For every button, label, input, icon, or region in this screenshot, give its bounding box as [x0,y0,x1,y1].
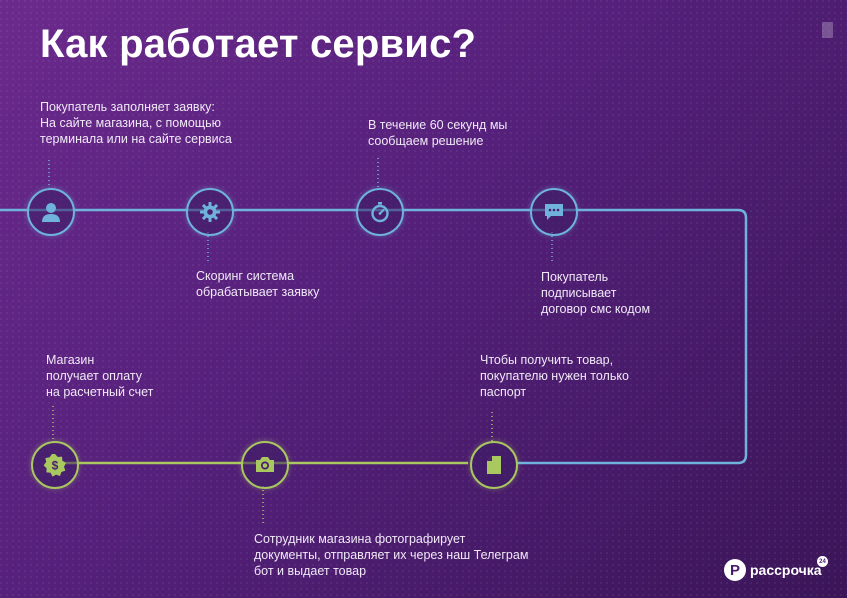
chat-icon [530,188,578,236]
top-line [0,208,748,465]
logo-mark: Р [724,559,746,581]
dollar-badge-icon: $ [31,441,79,489]
gear-icon [186,188,234,236]
logo-text: рассрочка [750,562,822,578]
camera-icon [241,441,289,489]
step-5-text: Чтобы получить товар,покупателю нужен то… [480,353,629,399]
page-title: Как работает сервис? [40,22,477,66]
stopwatch-icon [356,188,404,236]
brand-logo: Р рассрочка 24 [724,556,828,581]
corner-mark [822,22,833,38]
svg-text:$: $ [52,459,59,473]
document-icon [470,441,518,489]
step-1-text: Покупатель заполняет заявку:На сайте маг… [40,100,232,146]
user-icon [27,188,75,236]
logo-badge: 24 [817,556,828,567]
